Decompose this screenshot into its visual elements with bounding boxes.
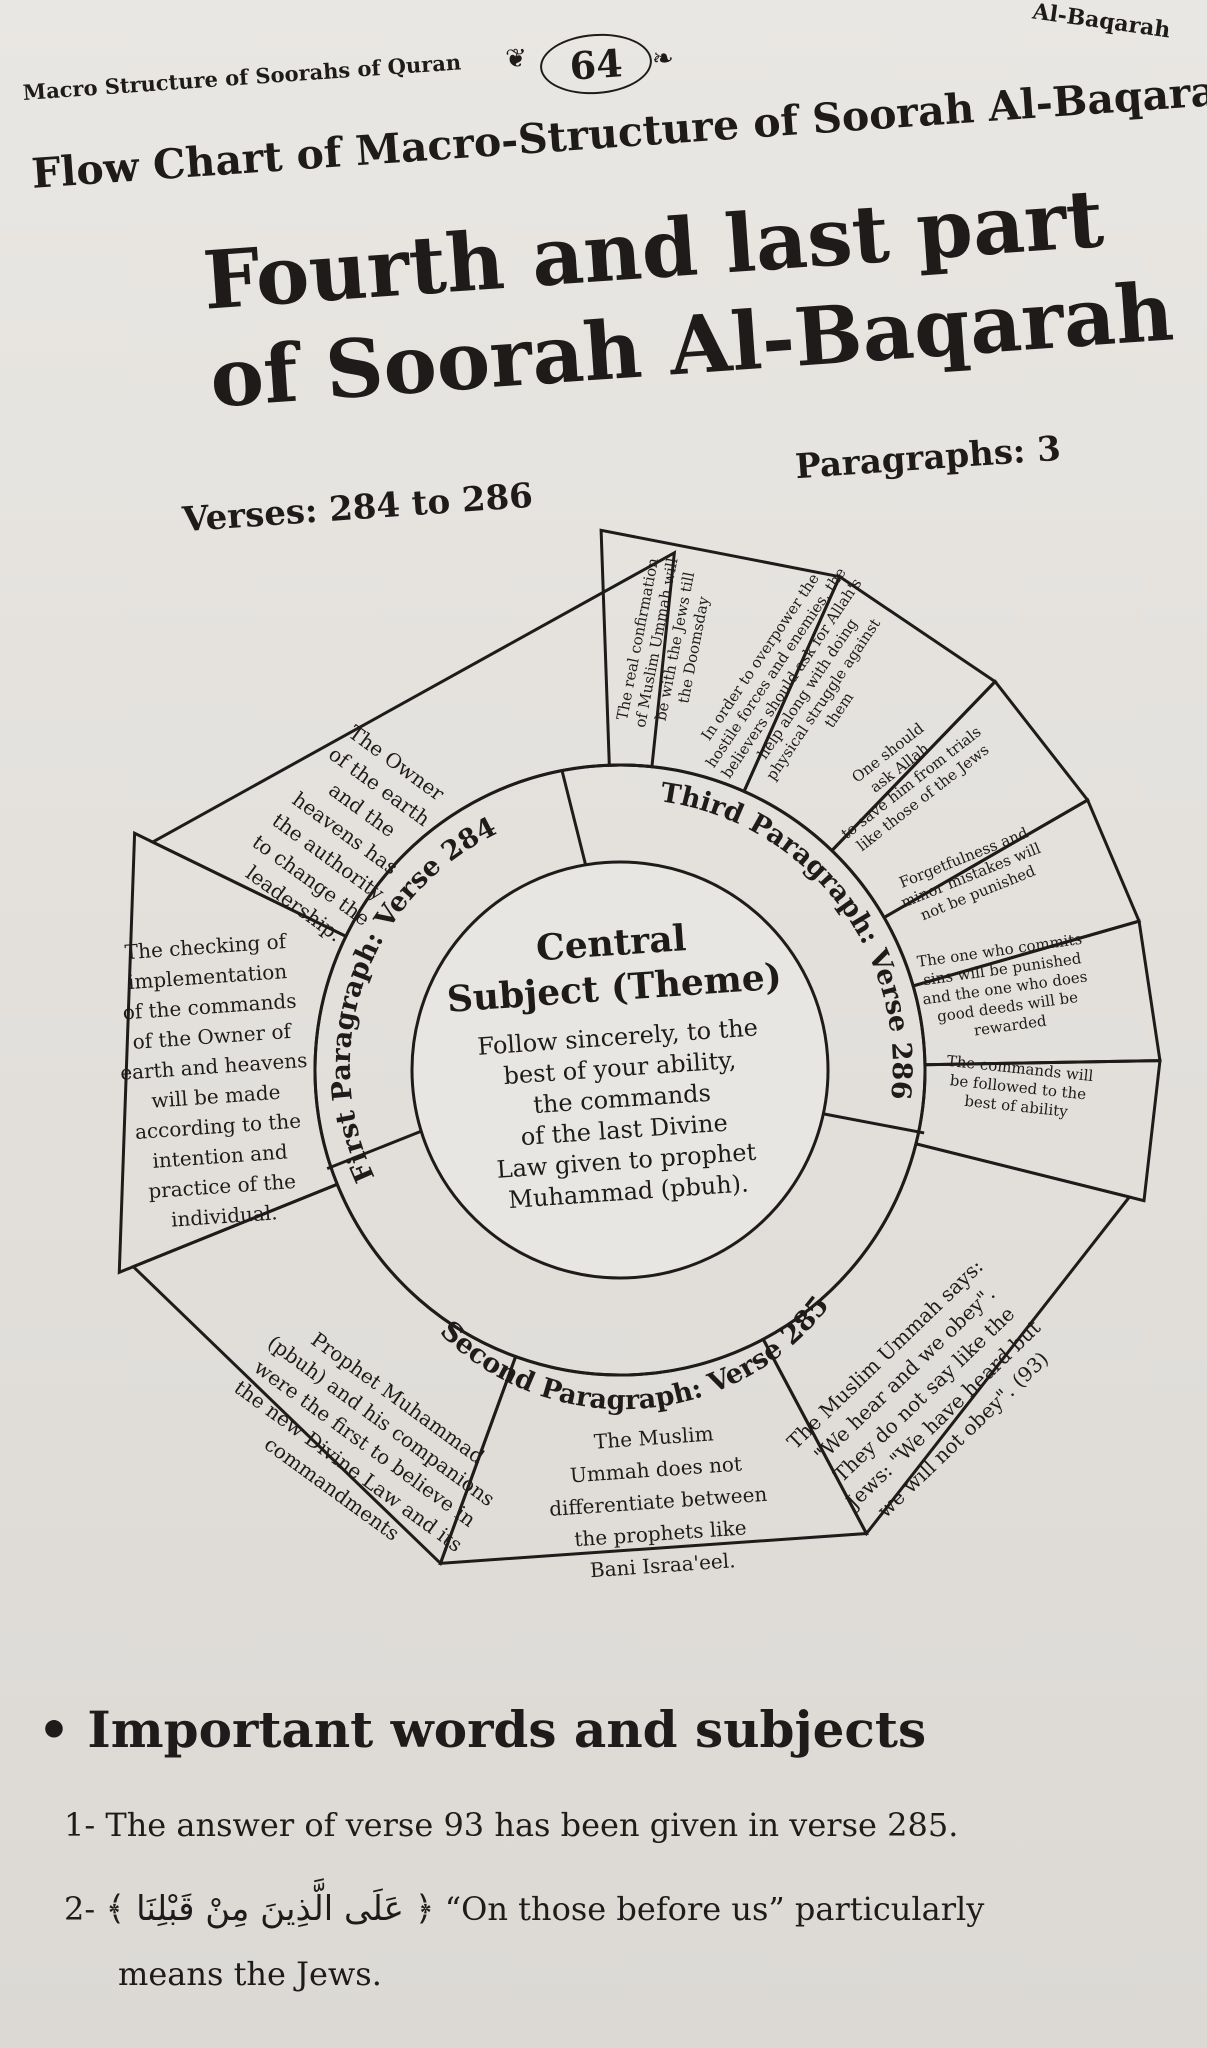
- first-segment-1-text-line: individual.: [170, 1200, 278, 1231]
- ornament-right-icon: ❧: [652, 44, 674, 74]
- running-header-right: Al-Baqarah: [1030, 0, 1173, 44]
- item-number: 2-: [64, 1890, 96, 1928]
- important-item-2: 2- ﴿ عَلَى الَّذِينَ مِنْ قَبْلِنَا ﴾ “O…: [64, 1888, 984, 1929]
- first-segment-1-text-line: implementation: [127, 959, 288, 994]
- ornament-left-icon: ❦: [505, 44, 527, 74]
- first-segment-1-text-line: of the commands: [122, 988, 297, 1024]
- first-segment-1-text-line: The checking of: [124, 929, 288, 964]
- second-segment-2-text-line: The Muslim: [593, 1421, 714, 1453]
- diagram-wheel: First Paragraph: Verse 284 Third Paragra…: [117, 528, 1162, 1582]
- central-subject-title-1: Central: [535, 917, 688, 969]
- middle-ring: [313, 763, 927, 1377]
- main-title: Fourth and last part of Soorah Al-Baqara…: [200, 169, 1176, 427]
- ring-divider: [326, 1129, 423, 1171]
- macro-structure-diagram: First Paragraph: Verse 284 Third Paragra…: [117, 528, 1162, 1582]
- important-item-1: 1- The answer of verse 93 has been given…: [64, 1806, 958, 1844]
- item-text: “On those before us” particularly: [444, 1890, 985, 1928]
- important-title-text: Important words and subjects: [87, 1700, 927, 1759]
- item-text: The answer of verse 93 has been given in…: [105, 1806, 959, 1844]
- first-segment-1-text-line: intention and: [152, 1139, 289, 1172]
- paragraph-count: Paragraphs: 3: [793, 428, 1063, 488]
- first-segment-1-text-line: according to the: [134, 1108, 302, 1144]
- arabic-phrase: ﴿ عَلَى الَّذِينَ مِنْ قَبْلِنَا ﴾: [105, 1889, 435, 1929]
- first-segment-1-text-line: will be made: [151, 1080, 282, 1113]
- ring-divider: [823, 1112, 925, 1135]
- second-segment-2-text-line: Ummah does not: [569, 1451, 742, 1487]
- second-segment-2-text-line: the prophets like: [574, 1515, 748, 1551]
- page-number: 64: [538, 30, 654, 98]
- first-segment-1-text-line: earth and heavens: [119, 1048, 308, 1085]
- second-segment-2-text-line: Bani Israa'eel.: [589, 1548, 736, 1582]
- important-section-title: • Important words and subjects: [38, 1700, 926, 1759]
- first-segment-1-text-line: practice of the: [148, 1169, 297, 1203]
- bullet-icon: •: [38, 1700, 88, 1759]
- important-item-2-continued: means the Jews.: [118, 1955, 382, 1993]
- first-segment-1-text-line: of the Owner of: [132, 1019, 293, 1054]
- central-circle: [410, 860, 830, 1280]
- ring-divider: [560, 769, 588, 866]
- second-paragraph-label: Second Paragraph: Verse 285: [433, 1289, 842, 1430]
- running-header-left: Macro Structure of Soorahs of Quran: [22, 49, 462, 105]
- item-number: 1-: [64, 1806, 96, 1844]
